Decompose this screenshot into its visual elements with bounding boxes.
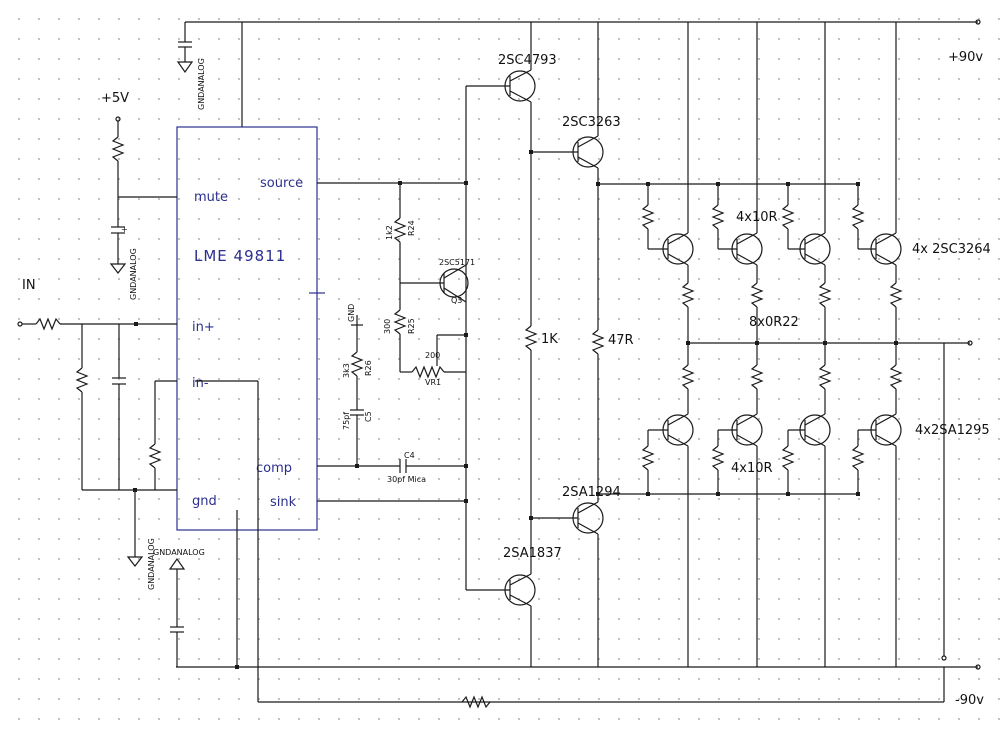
ic-ground-and-supply (168, 510, 239, 669)
in-label: IN (22, 278, 36, 293)
r-47r-label: 47R (608, 333, 634, 348)
pin-gnd-label: gnd (192, 494, 217, 509)
plus5v-label: +5V (101, 91, 129, 106)
gnd-small-label: GND (347, 304, 356, 322)
r-1k-label: 1K (541, 332, 558, 347)
minus90v-label: -90v (955, 693, 984, 708)
r24-value: 1k2 (385, 225, 394, 240)
output-pnp-transistor (641, 343, 695, 667)
positive-rail (185, 19, 981, 25)
c5-value: 75pf (342, 412, 351, 430)
output-npn-array (641, 22, 903, 345)
input-stage: IN GNDANALOG GNDANALOG (17, 278, 259, 702)
transistor-2sa1294: 2SA1294 (531, 485, 621, 667)
output-pnp-transistor (851, 343, 903, 667)
emitter-res-label: 8x0R22 (749, 315, 799, 330)
ic-name: LME 49811 (194, 247, 286, 265)
c5-ref: C5 (364, 411, 373, 422)
r26-ref: R26 (364, 360, 373, 376)
q3-part: 2SC5171 (439, 258, 475, 267)
base-res-top-label: 4x10R (736, 210, 778, 225)
output-pnp-transistor (781, 343, 832, 667)
out-npn-label: 4x 2SC3264 (912, 242, 991, 257)
c4-ref: C4 (404, 451, 415, 460)
pin-comp-label: comp (256, 461, 292, 476)
r26-value: 3k3 (342, 363, 351, 378)
r25-value: 300 (383, 319, 392, 334)
output-npn-transistor (711, 22, 764, 345)
top-decoupling-capacitor: GNDANALOG (176, 22, 206, 110)
q-2sc3263-label: 2SC3263 (562, 115, 621, 130)
transistor-2sc4793: 2SC4793 (466, 22, 557, 103)
pin-in-plus-label: in+ (192, 320, 215, 335)
lme49811-ic: LME 49811 mute source in+ in- comp sink … (176, 126, 325, 531)
svg-text:+: + (121, 225, 128, 234)
vr1-value: 200 (425, 351, 440, 360)
pin-source-label: source (260, 176, 303, 191)
gndanalog-label-bottom-1: GNDANALOG (147, 538, 156, 590)
gndanalog-label-bottom-2: GNDANALOG (153, 548, 205, 557)
q3-ref: Q3 (451, 296, 462, 305)
negative-rail (176, 664, 981, 670)
output-pnp-array (641, 343, 903, 667)
gndanalog-label-top: GNDANALOG (197, 58, 206, 110)
resistor-47r: 47R (591, 168, 634, 502)
output-npn-transistor (851, 22, 903, 345)
output-npn-transistor (781, 22, 832, 345)
pin-mute-label: mute (194, 190, 228, 205)
transistor-2sa1837: 2SA1837 (466, 546, 562, 667)
pin-in-minus-label: in- (192, 376, 209, 391)
r24-ref: R24 (407, 220, 416, 236)
q-2sa1294-label: 2SA1294 (562, 485, 621, 500)
q-2sa1837-label: 2SA1837 (503, 546, 562, 561)
r25-ref: R25 (407, 318, 416, 334)
c4-value: 30pf Mica (387, 475, 426, 484)
bias-network: 1k2 R24 2SC5171 Q3 300 R25 200 VR1 GND (342, 183, 475, 466)
out-pnp-label: 4x2SA1295 (915, 423, 990, 438)
output-pnp-transistor (711, 343, 764, 667)
mute-circuit: +5V + GNDANALOG (101, 91, 177, 300)
q-2sc4793-label: 2SC4793 (498, 53, 557, 68)
vr1-ref: VR1 (425, 378, 441, 387)
gndanalog-label-mute: GNDANALOG (129, 248, 138, 300)
feedback-line (258, 667, 945, 709)
base-res-bottom-label: 4x10R (731, 461, 773, 476)
plus90v-label: +90v (948, 50, 983, 65)
transistor-2sc3263: 2SC3263 (531, 22, 621, 169)
resistor-1k: 1K (524, 102, 558, 574)
driver-wiring: C4 30pf Mica (317, 86, 468, 590)
pin-sink-label: sink (270, 495, 297, 510)
